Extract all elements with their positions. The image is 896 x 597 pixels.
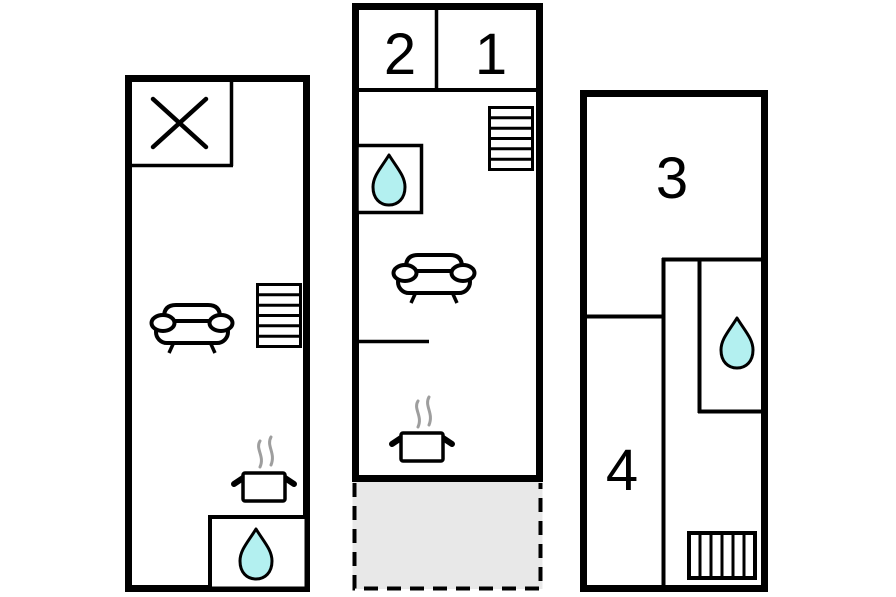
vent-grille [687, 531, 757, 580]
vent-slats [698, 533, 746, 578]
middle-stairs [488, 106, 534, 171]
middle-floor-outer-wall [352, 3, 543, 482]
room-1-label: 1 [475, 22, 507, 87]
room-2-label: 2 [384, 22, 416, 87]
terrace [352, 482, 543, 591]
middle-bathroom [355, 143, 424, 215]
middle-floor-plan: 2 1 [352, 3, 543, 482]
left-floor-plan [125, 75, 310, 592]
terrace-dashed-border [352, 483, 543, 591]
crossed-area [129, 79, 234, 168]
left-bathroom [208, 515, 309, 591]
left-stairs [256, 283, 302, 348]
room-4-label: 4 [606, 438, 638, 503]
right-floor-plan: 3 4 [580, 90, 768, 592]
bedrooms: 2 1 [352, 4, 543, 92]
room-3-label: 3 [656, 146, 688, 211]
terrace-area [352, 482, 543, 589]
cross-icon [150, 96, 209, 150]
crossed-area-walls [129, 79, 234, 168]
right-inner-walls [584, 257, 765, 589]
